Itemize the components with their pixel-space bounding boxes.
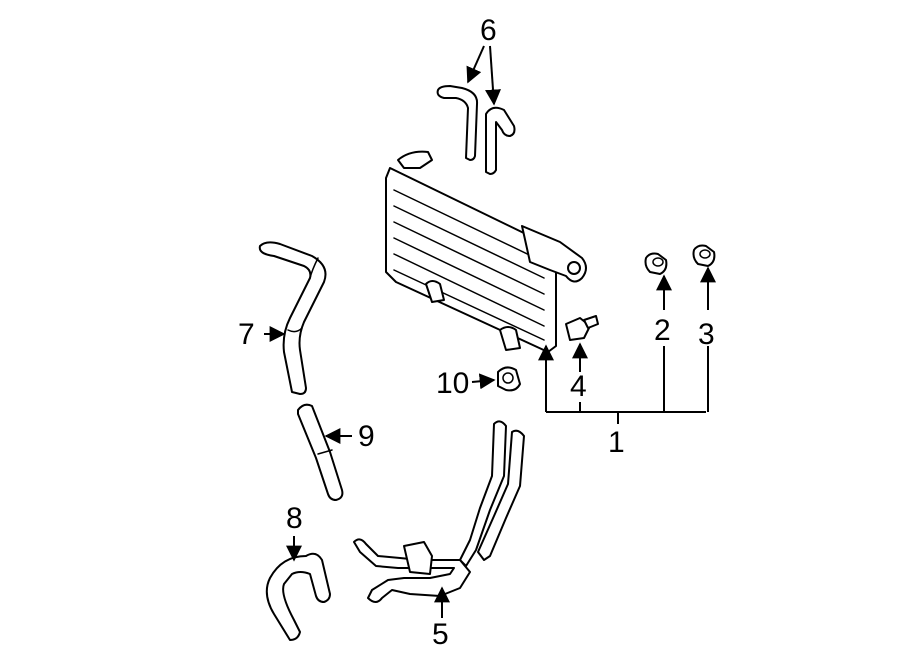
- callout-2: 2: [654, 314, 671, 347]
- part-10-clamp: [497, 366, 521, 392]
- part-2-grommet: [644, 252, 668, 275]
- callout-8: 8: [286, 502, 303, 535]
- part-7-hose: [258, 241, 327, 395]
- callout-10: 10: [436, 367, 469, 400]
- part-3-grommet: [692, 244, 716, 267]
- leader-lines: [264, 45, 716, 618]
- callout-6: 6: [480, 14, 497, 47]
- part-4-bolt: [565, 315, 599, 341]
- callout-5: 5: [432, 618, 449, 651]
- callout-4: 4: [570, 370, 587, 403]
- part-8-hose: [265, 552, 331, 641]
- part-1-oil-cooler: [385, 150, 587, 353]
- callout-7: 7: [238, 318, 255, 351]
- part-6-hoses: [436, 85, 516, 175]
- part-5-cooler-lines: [353, 420, 525, 603]
- callout-1: 1: [608, 426, 625, 459]
- callout-3: 3: [698, 318, 715, 351]
- part-9-hose: [297, 403, 344, 501]
- callout-9: 9: [358, 420, 375, 453]
